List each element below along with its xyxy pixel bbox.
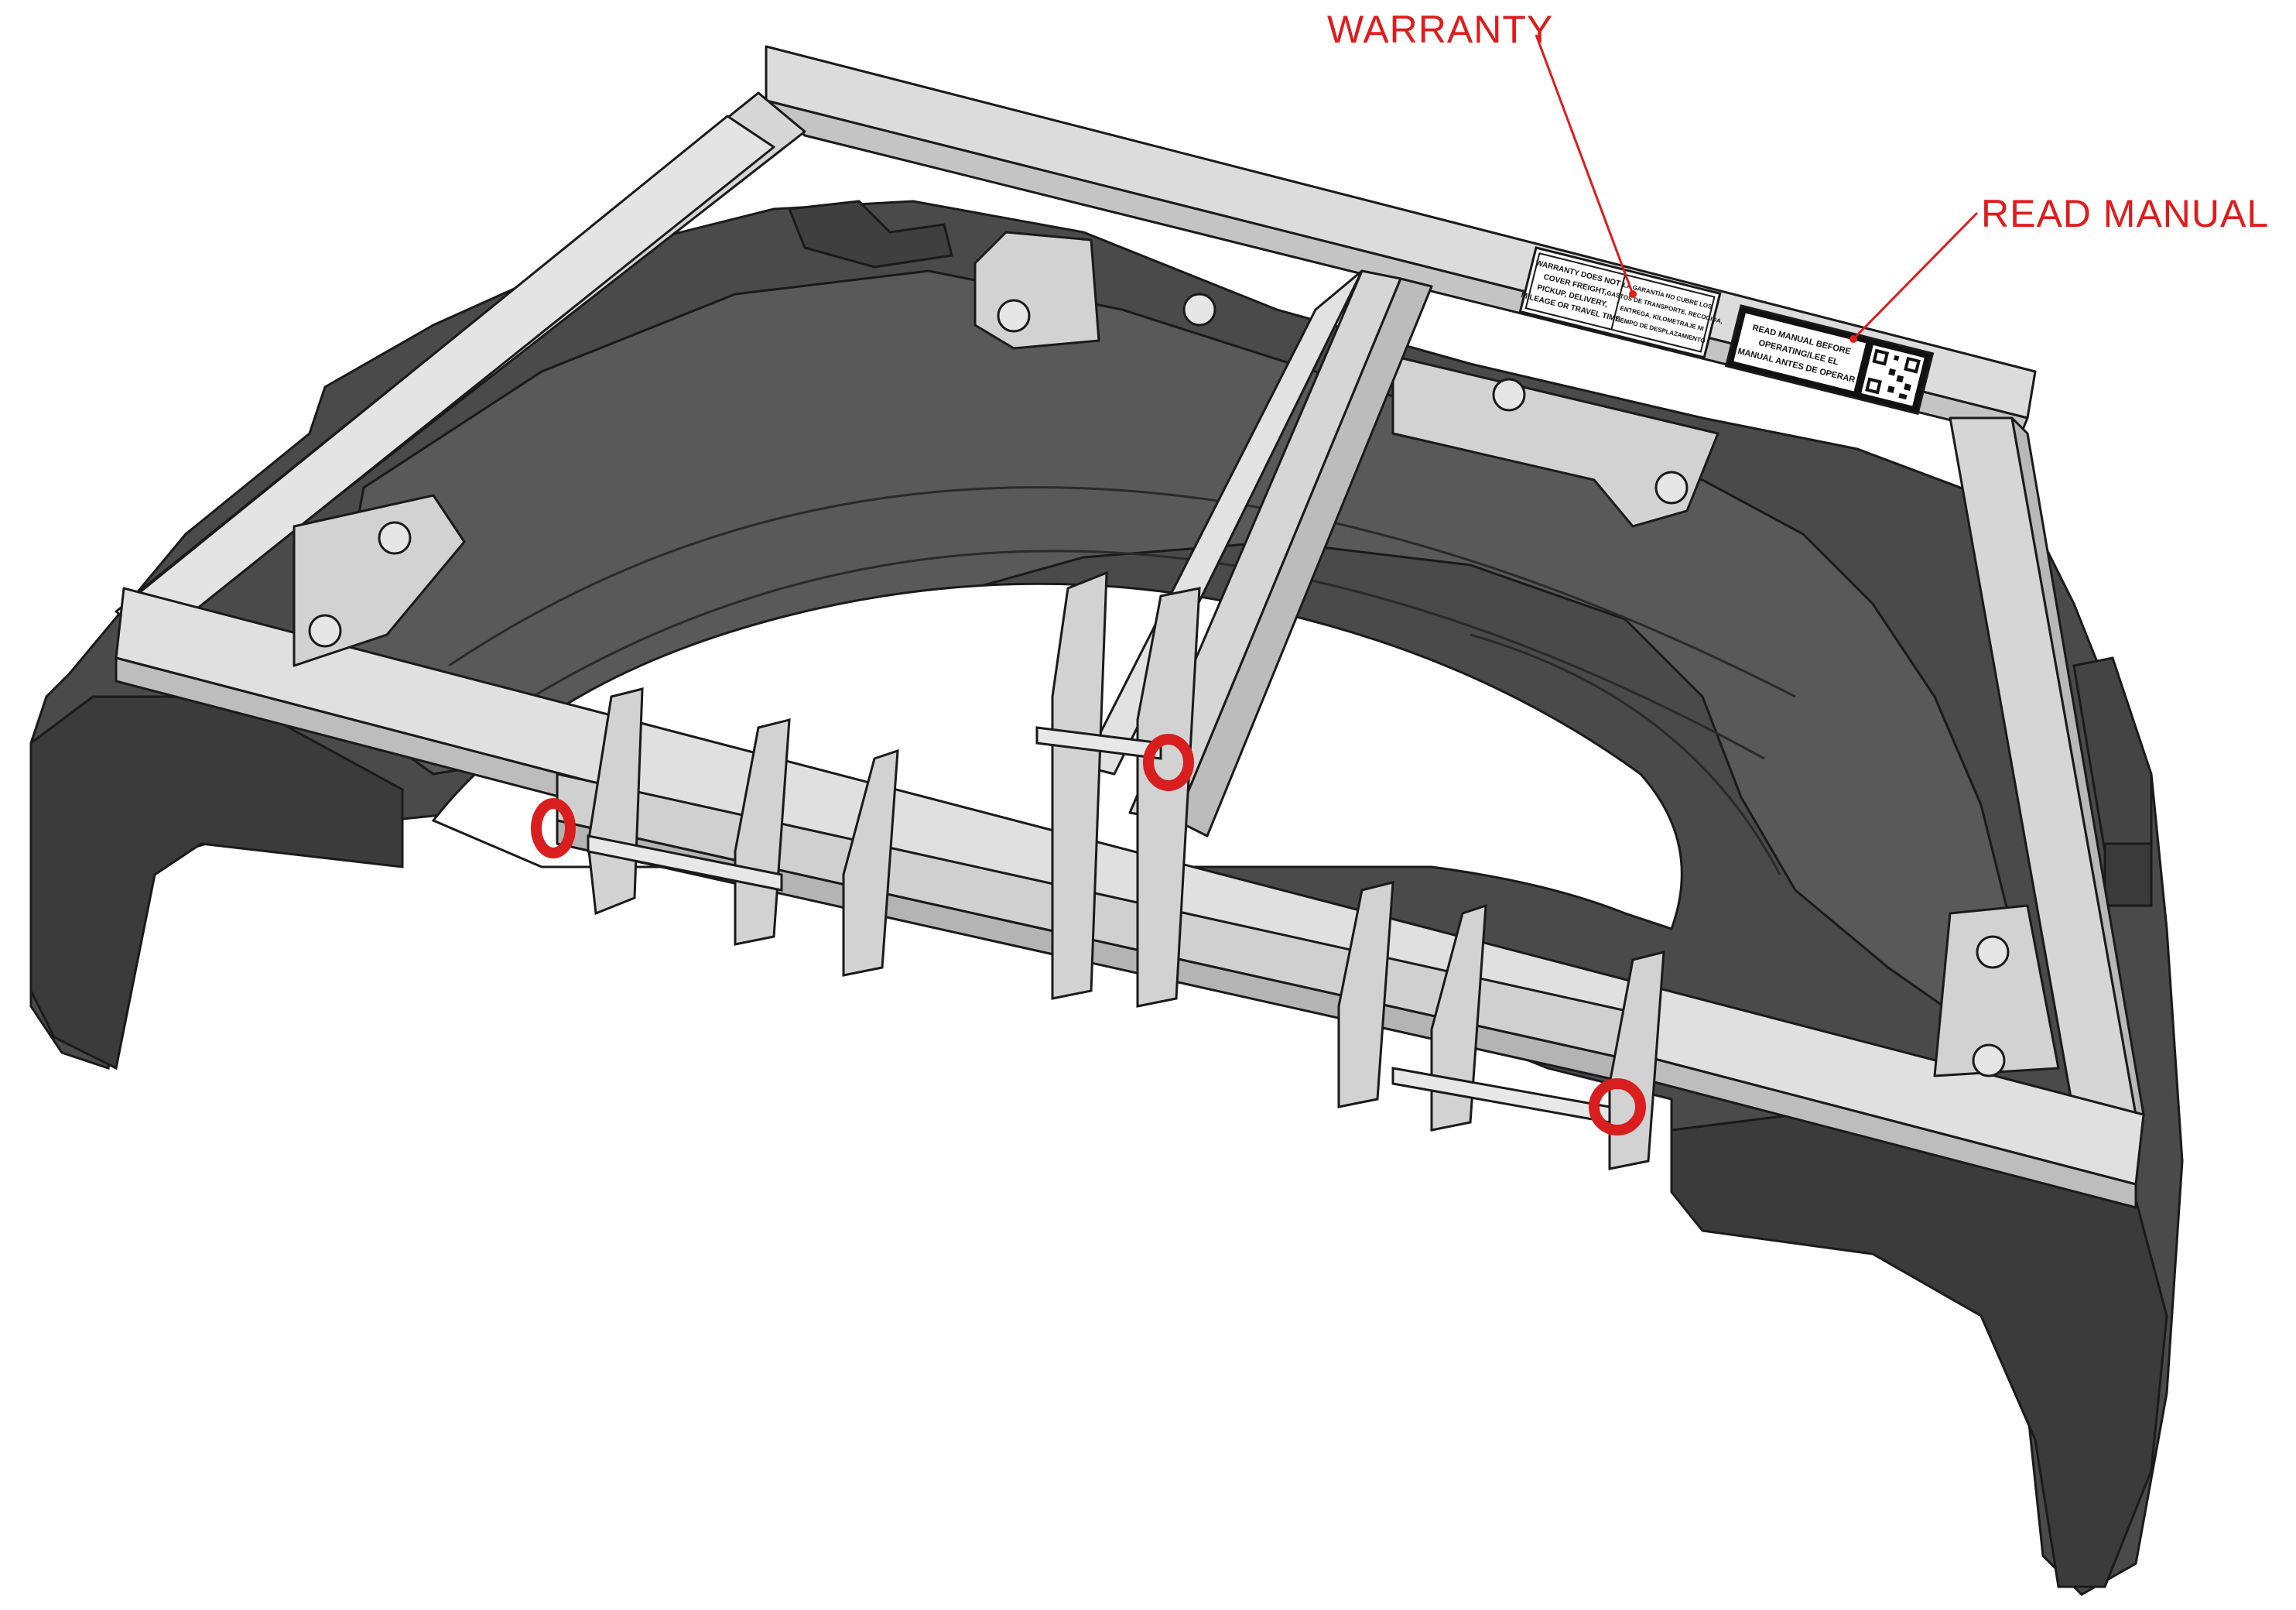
- red-ring-right: [1589, 1078, 1646, 1136]
- callout-read-manual-dot: [1849, 335, 1857, 343]
- callout-warranty-label: WARRANTY: [1327, 8, 1553, 51]
- plate-back-right: [1391, 355, 1719, 528]
- tab-center-right: [1136, 587, 1201, 1008]
- red-ring-pins: [531, 734, 1646, 1136]
- bolts: [308, 293, 2010, 1077]
- callout-warranty: WARRANTY: [1327, 8, 1637, 298]
- tire-groove-1: [448, 486, 1796, 698]
- pin-center: [1035, 726, 1162, 760]
- tab-brackets: [587, 570, 1665, 1170]
- red-ring-center: [1143, 734, 1194, 791]
- read-manual-decal: READ MANUAL BEFORE OPERATING/LEE EL MANU…: [1724, 304, 1935, 416]
- tire-groove-2: [494, 550, 1765, 760]
- bolt-5: [378, 521, 412, 555]
- callout-read-manual-leader: [1852, 211, 1979, 341]
- tab-right-mid-2: [1430, 903, 1487, 1132]
- bolt-7: [1976, 935, 2010, 969]
- red-ring-left: [531, 798, 576, 858]
- callout-read-manual-label: READ MANUAL: [1981, 192, 2269, 235]
- bolt-2: [1182, 293, 1216, 327]
- bolt-4: [1654, 471, 1689, 505]
- qr-code-icon: [1861, 344, 1925, 406]
- bolt-3: [1492, 378, 1526, 412]
- plate-right: [1933, 904, 2060, 1077]
- tire-right-lug: [2072, 656, 2153, 853]
- warranty-decal-bg: [1518, 246, 1722, 359]
- frame-center-brace-2: [1175, 277, 1433, 838]
- pin-left: [587, 834, 783, 892]
- warranty-decal: WARRANTY DOES NOT COVER FREIGHT, PICKUP,…: [1518, 246, 1723, 359]
- tire-right-notch: [2103, 842, 2153, 907]
- callout-warranty-leader: [1535, 34, 1634, 295]
- tab-center-left: [1051, 570, 1108, 1000]
- pins: [587, 726, 1611, 1124]
- read-manual-decal-text-box: [1733, 313, 1867, 392]
- callout-warranty-dot: [1629, 290, 1637, 298]
- tab-left-mid-2: [842, 748, 899, 977]
- tire-groove-3: [1470, 633, 1781, 875]
- bolt-6: [308, 614, 342, 648]
- bolt-1: [997, 299, 1031, 333]
- tire-top-notch: [787, 200, 953, 269]
- tab-right-outer: [1608, 951, 1665, 1170]
- tab-right-mid-1: [1337, 881, 1394, 1108]
- bolt-8: [1972, 1043, 2006, 1077]
- plate-back-left: [973, 231, 1100, 350]
- callout-read-manual: READ MANUAL: [1849, 192, 2269, 343]
- pin-right: [1391, 1067, 1611, 1124]
